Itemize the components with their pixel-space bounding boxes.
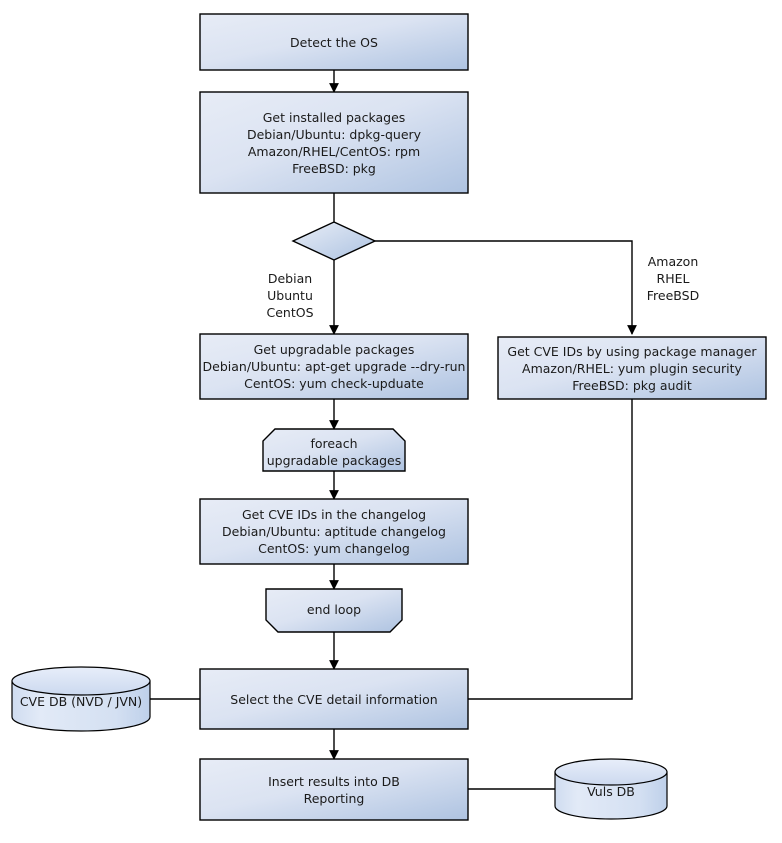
edge-branch-right — [375, 240, 637, 335]
node-detect-os[interactable] — [199, 13, 469, 71]
node-insert-results[interactable] — [199, 758, 469, 821]
node-vuls-db[interactable] — [554, 758, 668, 820]
node-foreach-loop-start[interactable] — [262, 428, 406, 472]
edge-label-branch-right: Amazon RHEL FreeBSD — [646, 254, 700, 303]
node-select-cve-detail[interactable] — [199, 668, 469, 730]
node-installed-packages[interactable] — [199, 91, 469, 194]
node-cve-changelog[interactable] — [199, 498, 469, 565]
node-cve-by-package-manager[interactable] — [497, 336, 767, 400]
node-cve-db[interactable] — [11, 666, 151, 732]
node-end-loop[interactable] — [265, 588, 403, 633]
node-upgradable-packages[interactable] — [199, 333, 469, 400]
node-os-branch-diamond[interactable] — [291, 221, 377, 261]
edge-label-branch-left: Debian Ubuntu CentOS — [266, 271, 314, 320]
